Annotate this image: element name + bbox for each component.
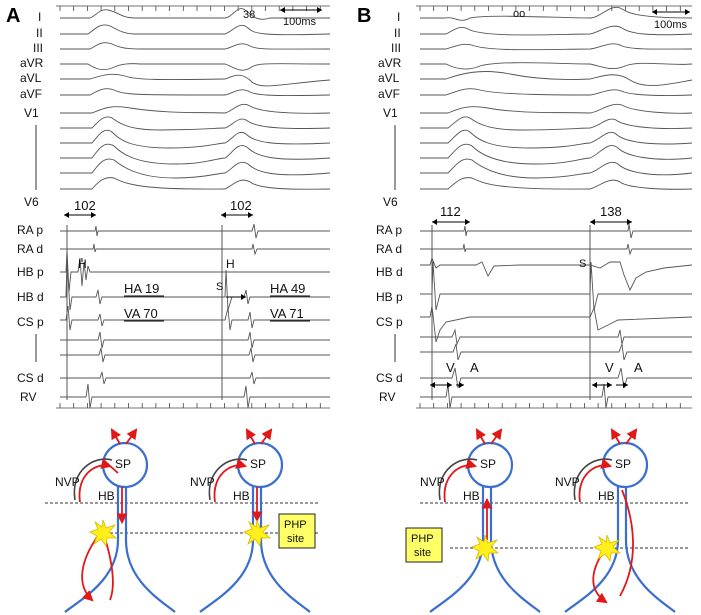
b-scale-bar: 100ms xyxy=(654,19,688,31)
sp-label: SP xyxy=(250,457,266,471)
php-site-box xyxy=(405,527,443,563)
a-small-label: 38 xyxy=(243,9,255,21)
hb-label: HB xyxy=(598,489,615,503)
b-a-left: A xyxy=(470,360,479,375)
b-v-left: V xyxy=(446,360,455,375)
site-label: site xyxy=(287,533,304,545)
nvp-label: NVP xyxy=(420,475,445,489)
php-label: PHP xyxy=(411,533,434,545)
a-scale-bar: 100ms xyxy=(283,16,317,28)
a-egm-HBp: HB p xyxy=(17,265,44,279)
a-lead-V1: V1 xyxy=(24,106,39,120)
diagram-1: SP NVP HB xyxy=(45,428,320,613)
b-egm-HBp: HB p xyxy=(376,290,403,304)
panel-b-egm-labels: RA p RA d HB d HB p CS p CS d RV xyxy=(376,223,403,404)
b-stim-label: S xyxy=(579,258,586,270)
diagram-2: PHP site SP NVP HB xyxy=(190,428,316,613)
b-lead-V1: V1 xyxy=(383,106,398,120)
a-ha-left: HA 19 xyxy=(124,281,159,296)
b-egm-RAd: RA d xyxy=(376,242,402,256)
a-lead-aVR: aVR xyxy=(20,56,44,70)
panel-a-axes xyxy=(56,5,330,409)
panel-a: A I II III aVR aVL aVF V1 V6 RA p RA d H… xyxy=(6,5,331,409)
a-egm-CSd: CS d xyxy=(17,371,44,385)
nvp-label: NVP xyxy=(555,475,580,489)
b-small-label: oo xyxy=(513,8,525,20)
panel-b-ecg-traces xyxy=(420,6,693,190)
b-a-right: A xyxy=(634,360,643,375)
a-va-left: VA 70 xyxy=(124,306,158,321)
a-lead-III: III xyxy=(33,41,43,55)
panel-a-letter: A xyxy=(6,5,20,27)
sp-label: SP xyxy=(115,457,131,471)
a-va-right: VA 71 xyxy=(270,306,304,321)
b-egm-CSd: CS d xyxy=(376,371,403,385)
b-lead-V6: V6 xyxy=(383,195,398,209)
a-interval-right: 102 xyxy=(230,198,252,213)
a-interval-left: 102 xyxy=(74,198,96,213)
panel-b-ecg-labels: I II III aVR aVL aVF V1 V6 xyxy=(378,10,402,209)
a-stim-label: S xyxy=(216,281,223,293)
panel-b-measurements: 112 138 S oo 100ms V A V A xyxy=(430,8,690,388)
nvp-label: NVP xyxy=(190,475,215,489)
php-site-box xyxy=(278,513,316,549)
a-his-label-right: H xyxy=(226,257,235,271)
a-egm-CSp: CS p xyxy=(17,315,44,329)
b-interval-right: 138 xyxy=(600,204,622,219)
sp-label: SP xyxy=(615,457,631,471)
panel-a-ecg-traces xyxy=(60,8,331,190)
panel-a-egm-traces xyxy=(60,223,330,409)
b-lead-aVF: aVF xyxy=(378,87,400,101)
panel-a-egm-labels: RA p RA d HB p HB d CS p CS d RV xyxy=(17,223,44,404)
a-ha-right: HA 49 xyxy=(270,281,305,296)
a-lead-II: II xyxy=(36,26,43,40)
a-egm-RAd: RA d xyxy=(17,242,43,256)
b-lead-II: II xyxy=(394,26,401,40)
a-egm-RV: RV xyxy=(20,390,36,404)
a-lead-aVF: aVF xyxy=(20,87,42,101)
a-egm-RAp: RA p xyxy=(17,223,43,237)
b-egm-HBd: HB d xyxy=(376,265,403,279)
diagram-3: PHP site SP NVP HB xyxy=(405,428,690,613)
panel-b-egm-traces xyxy=(420,223,693,409)
panel-a-ecg-labels: I II III aVR aVL aVF V1 V6 xyxy=(20,10,44,209)
hb-label: HB xyxy=(233,489,250,503)
b-lead-III: III xyxy=(391,41,401,55)
b-lead-aVR: aVR xyxy=(378,56,402,70)
diagram-4: SP NVP HB xyxy=(555,428,676,613)
b-egm-RAp: RA p xyxy=(376,223,402,237)
a-lead-I: I xyxy=(38,10,41,24)
panel-b-axes xyxy=(416,5,692,409)
panel-a-measurements: 102 102 H H S 38 100ms HA 19 VA 70 HA 49… xyxy=(64,7,322,322)
panel-b-letter: B xyxy=(357,5,371,27)
b-egm-RV: RV xyxy=(379,390,395,404)
hb-label: HB xyxy=(98,489,115,503)
site-label: site xyxy=(414,547,431,559)
a-lead-aVL: aVL xyxy=(20,71,42,85)
a-egm-HBd: HB d xyxy=(17,290,44,304)
b-interval-left: 112 xyxy=(440,204,461,219)
b-lead-I: I xyxy=(397,10,400,24)
b-egm-CSp: CS p xyxy=(376,315,403,329)
b-lead-aVL: aVL xyxy=(378,71,400,85)
sp-label: SP xyxy=(480,457,496,471)
nvp-label: NVP xyxy=(55,475,80,489)
a-his-label-left: H xyxy=(78,257,87,271)
hb-label: HB xyxy=(463,489,480,503)
a-lead-V6: V6 xyxy=(24,195,39,209)
php-label: PHP xyxy=(284,519,307,531)
panel-b: B I II III aVR aVL aVF V1 V6 RA p RA d H… xyxy=(357,5,693,409)
b-v-right: V xyxy=(605,360,614,375)
